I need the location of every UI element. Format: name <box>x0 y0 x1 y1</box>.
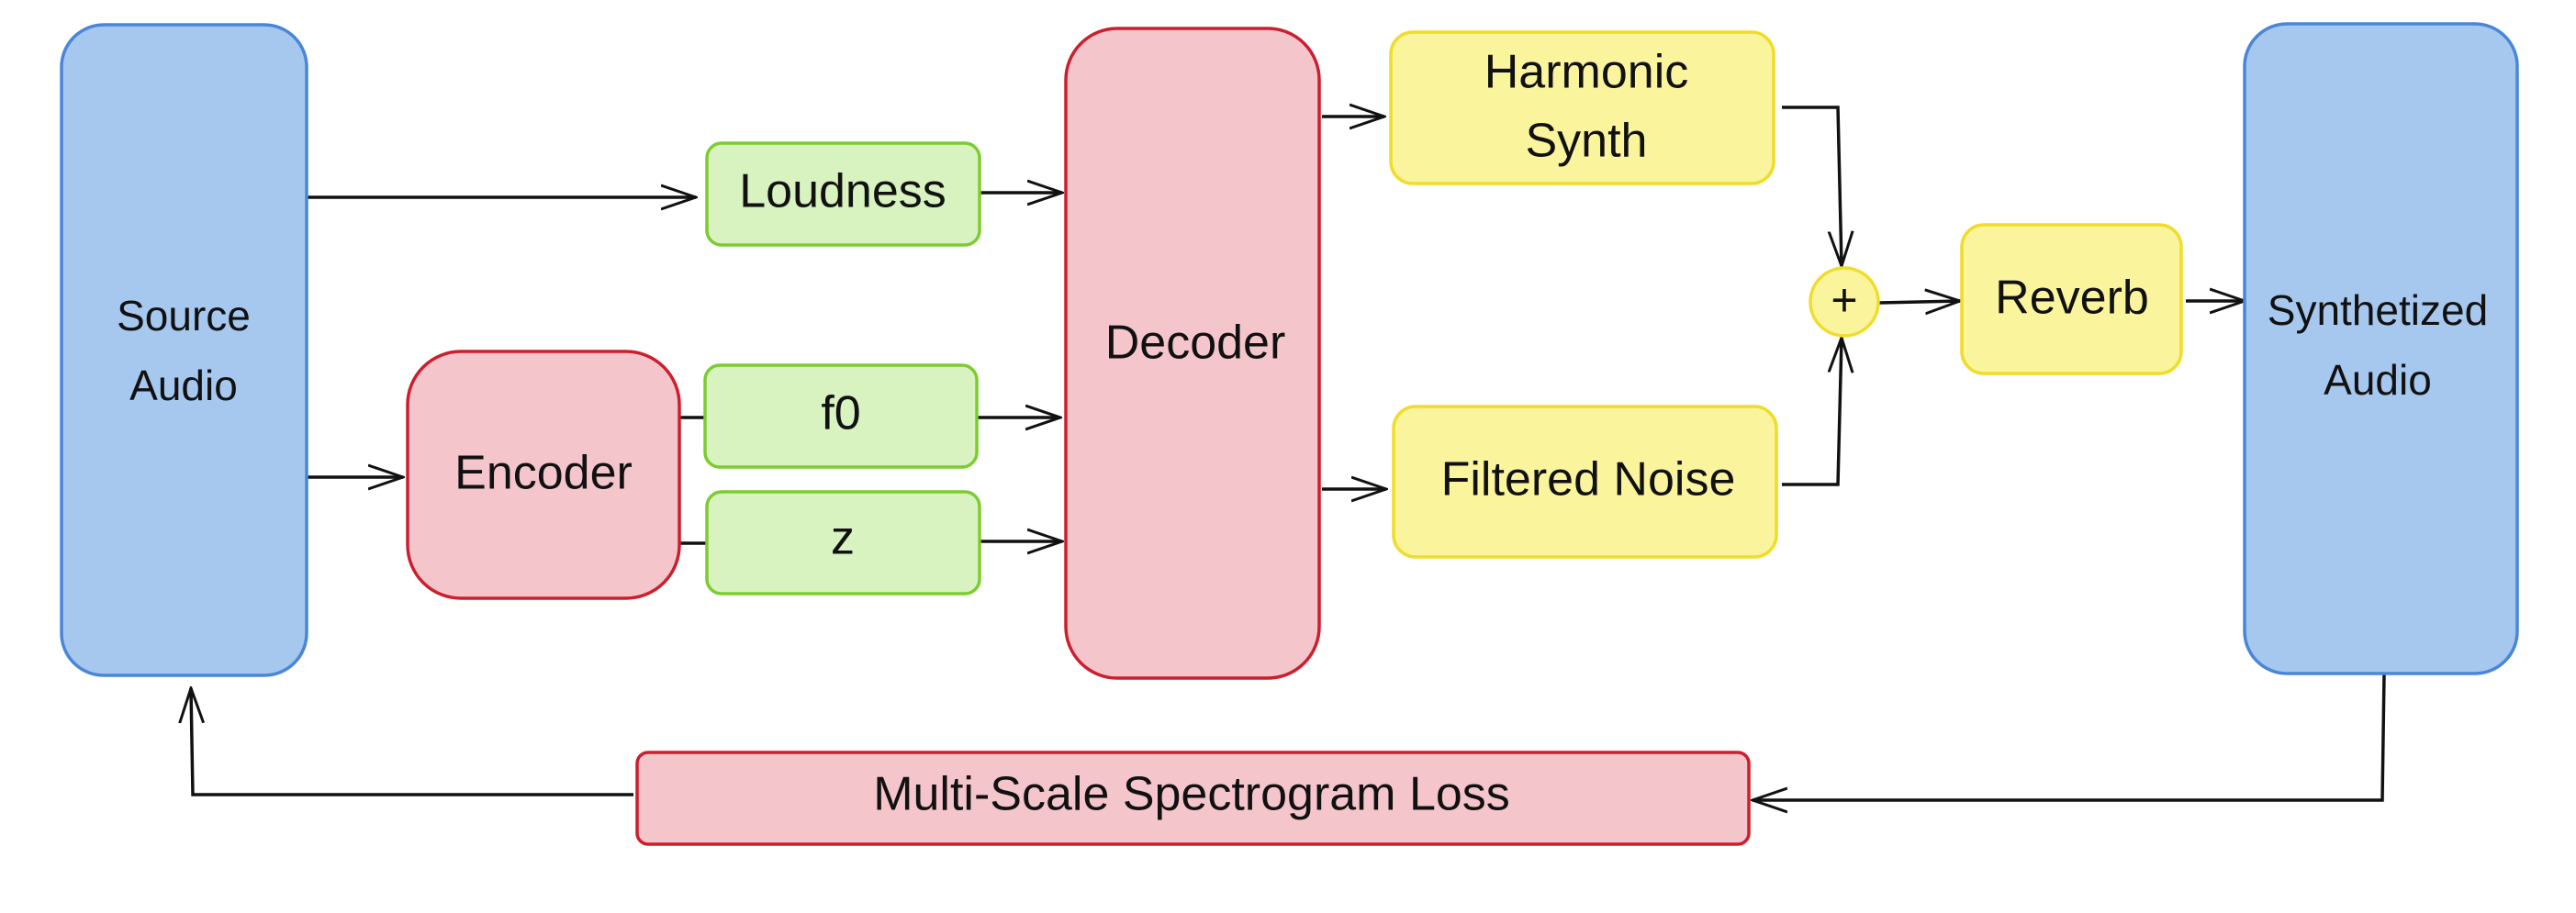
arrow-harmonic-to-sum <box>1782 106 1842 266</box>
loudness-node: Loudness <box>705 141 981 247</box>
arrow-loss-to-source <box>191 688 633 796</box>
harmonic-synth-node: Harmonic Synth <box>1389 30 1775 185</box>
arrow-noise-to-sum <box>1782 338 1842 486</box>
reverb-label: Reverb <box>1995 272 2149 325</box>
reverb-node: Reverb <box>1960 223 2183 375</box>
source-audio-label-line2: Audio <box>129 362 238 409</box>
encoder-label: Encoder <box>454 447 633 500</box>
filtered-noise-node: Filtered Noise <box>1392 405 1778 559</box>
arrow-synth-to-loss <box>1753 674 2386 800</box>
loss-node: Multi-Scale Spectrogram Loss <box>635 751 1751 846</box>
z-label: z <box>831 512 855 565</box>
harmonic-synth-label-line1: Harmonic <box>1484 46 1689 99</box>
decoder-label: Decoder <box>1105 317 1286 370</box>
loss-label: Multi-Scale Spectrogram Loss <box>873 768 1510 821</box>
plus-icon: + <box>1831 274 1857 326</box>
f0-node: f0 <box>703 363 979 469</box>
z-node: z <box>705 490 981 596</box>
synthesized-audio-label-line1: Synthetized <box>2268 286 2488 334</box>
connectors <box>191 106 2386 800</box>
harmonic-synth-label-line2: Synth <box>1526 115 1648 168</box>
synthesized-audio-node: Synthetized Audio <box>2243 22 2519 675</box>
encoder-node: Encoder <box>406 350 681 600</box>
synthesized-audio-label-line2: Audio <box>2324 356 2432 404</box>
filtered-noise-label: Filtered Noise <box>1441 453 1736 507</box>
arrow-sum-to-reverb <box>1878 301 1960 303</box>
f0-label: f0 <box>821 387 860 440</box>
decoder-node: Decoder <box>1064 27 1321 680</box>
source-audio-label-line1: Source <box>117 292 251 340</box>
sum-node: + <box>1809 266 1880 338</box>
source-audio-node: Source Audio <box>60 23 308 677</box>
loudness-label: Loudness <box>739 165 946 218</box>
